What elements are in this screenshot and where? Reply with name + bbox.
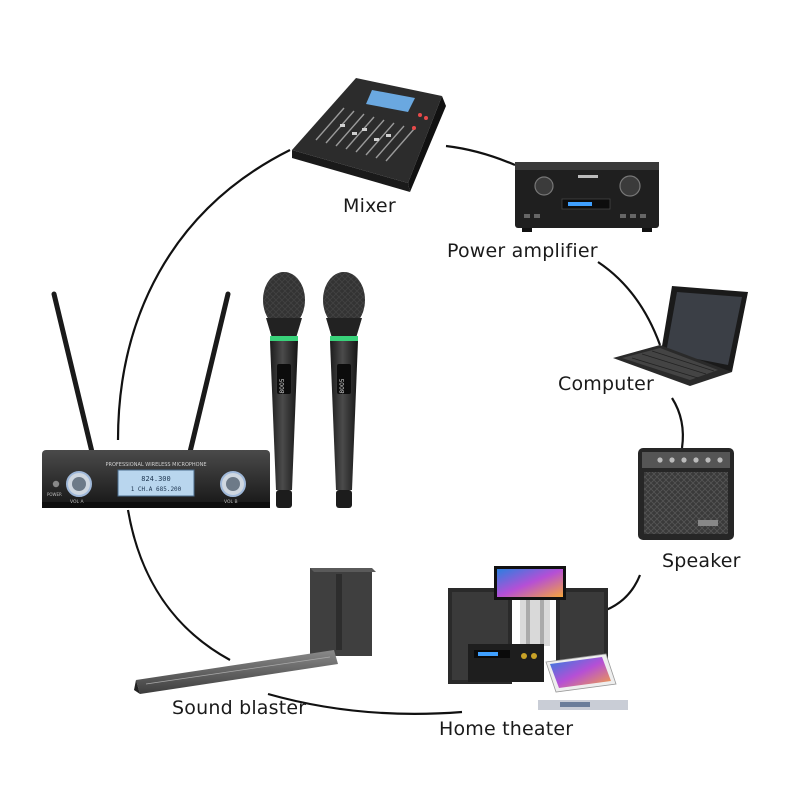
receiver-power-label: POWER [47, 492, 62, 497]
soundbar-icon [134, 568, 376, 694]
receiver-vol-b-label: VOL B [224, 499, 238, 505]
line-mixer-to-amplifier [445, 144, 516, 167]
label-mixer: Mixer [343, 195, 396, 217]
label-speaker: Speaker [662, 550, 741, 572]
speaker-amp-icon [638, 448, 734, 540]
line-amplifier-to-computer [597, 261, 662, 346]
microphone-model-right: 8005 [339, 378, 346, 393]
receiver-vol-a-label: VOL A [70, 499, 84, 505]
line-receiver-to-mixer [116, 149, 291, 441]
handheld-microphone-icon-right: 8005 [323, 272, 365, 508]
line-sound-blaster-to-receiver [126, 509, 231, 661]
label-computer: Computer [558, 373, 655, 395]
wireless-receiver-icon: PROFESSIONAL WIRELESS MICROPHONE 824.300… [42, 291, 270, 508]
label-sound-blaster: Sound blaster [172, 697, 307, 719]
line-speaker-to-home-theater [605, 574, 642, 612]
receiver-front-text: PROFESSIONAL WIRELESS MICROPHONE [106, 462, 207, 468]
laptop-icon [613, 286, 748, 386]
connector-lines [116, 144, 684, 715]
label-power-amplifier: Power amplifier [447, 240, 598, 262]
line-home-theater-to-sound-blaster [267, 692, 463, 715]
receiver-display-line-2: 1 CH.A 685.200 [131, 486, 182, 493]
home-theater-icon [448, 566, 628, 710]
handheld-microphone-icon-left: 8005 [263, 272, 305, 508]
amplifier-icon [515, 162, 659, 232]
receiver-display-line-1: 824.300 [141, 475, 171, 483]
line-computer-to-speaker [671, 397, 684, 449]
mixer-icon [292, 78, 446, 192]
microphone-model-left: 8005 [279, 378, 286, 393]
label-home-theater: Home theater [439, 718, 574, 740]
